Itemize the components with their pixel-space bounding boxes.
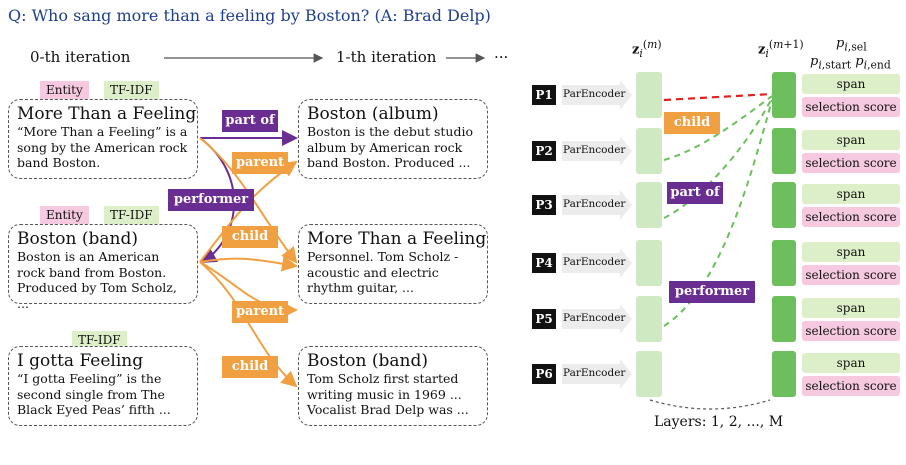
layers-brace	[649, 399, 771, 410]
z-m1-label: zi(m+1)	[758, 38, 804, 60]
child-label: child	[222, 356, 278, 378]
child-label: child	[664, 112, 720, 134]
embedding-block	[636, 182, 662, 228]
par-encoder-label: ParEncoder	[563, 256, 626, 268]
passage-card: I gotta Feeling “I gotta Feeling” is the…	[8, 346, 198, 426]
selection-score-pill: selection score	[802, 153, 900, 173]
child-edge	[199, 261, 298, 388]
span-pill: span	[802, 298, 900, 318]
card-body: “I gotta Feeling” is the second single f…	[17, 371, 171, 417]
span-pill: span	[802, 242, 900, 262]
span-pill: span	[802, 353, 900, 373]
performer-label: performer	[669, 281, 755, 303]
tfidf-tag: TF-IDF	[104, 206, 159, 224]
card-body: Boston is an American rock band from Bos…	[17, 249, 177, 311]
selection-score-pill: selection score	[802, 265, 900, 285]
passage-card: Boston (album) Boston is the debut studi…	[298, 99, 488, 179]
part-of-label: part of	[222, 110, 278, 132]
par-encoder-label: ParEncoder	[563, 367, 626, 379]
embedding-block	[636, 296, 662, 342]
embedding-block	[636, 72, 662, 118]
selection-score-pill: selection score	[802, 97, 900, 117]
par-encoder-label: ParEncoder	[563, 198, 626, 210]
passage-card: Boston (band) Boston is an American rock…	[8, 224, 198, 311]
layers-label: Layers: 1, 2, ..., M	[654, 414, 784, 430]
tfidf-tag: TF-IDF	[72, 331, 127, 349]
passage-card: More Than a Feeling Personnel. Tom Schol…	[298, 224, 488, 304]
tfidf-tag: TF-IDF	[104, 81, 159, 99]
passage-id: P2	[532, 141, 556, 161]
card-title: Boston (album)	[307, 104, 439, 124]
red-dashed-link	[663, 92, 773, 102]
embedding-block	[636, 240, 662, 286]
performer-label: performer	[168, 189, 254, 211]
updated-embedding-block	[772, 182, 796, 228]
iteration-0-label: 0-th iteration	[30, 48, 131, 66]
selection-score-pill: selection score	[802, 321, 900, 341]
green-dashed-link	[663, 99, 773, 327]
iteration-1-label: 1-th iteration	[336, 48, 437, 66]
part-of-label: part of	[667, 182, 723, 204]
span-pill: span	[802, 184, 900, 204]
card-body: “More Than a Feeling” is a song by the A…	[17, 124, 188, 170]
updated-embedding-block	[772, 296, 796, 342]
passage-id: P1	[532, 85, 556, 105]
question-text: Q: Who sang more than a feeling by Bosto…	[8, 6, 491, 25]
passage-card: Boston (band) Tom Scholz first started w…	[298, 346, 488, 426]
selection-score-pill: selection score	[802, 207, 900, 227]
p-start-end-label: pi,start pi,end	[810, 54, 891, 72]
card-body: Personnel. Tom Scholz - acoustic and ele…	[307, 249, 459, 295]
passage-card: More Than a Feeling “More Than a Feeling…	[8, 99, 198, 179]
entity-tag: Entity	[40, 81, 89, 99]
updated-embedding-block	[772, 128, 796, 174]
entity-tag: Entity	[40, 206, 89, 224]
passage-id: P3	[532, 195, 556, 215]
span-pill: span	[802, 74, 900, 94]
passage-id: P6	[532, 364, 556, 384]
child-edge	[199, 255, 298, 272]
parent-label: parent	[232, 301, 288, 323]
z-m-label: zi(m)	[632, 38, 662, 60]
card-title: I gotta Feeling	[17, 351, 144, 371]
green-dashed-link	[663, 97, 773, 219]
card-body: Tom Scholz first started writing music i…	[307, 371, 469, 417]
embedding-block	[636, 128, 662, 174]
span-pill: span	[802, 130, 900, 150]
p-sel-label: pi,sel	[836, 36, 867, 54]
embedding-block	[636, 351, 662, 397]
updated-embedding-block	[772, 351, 796, 397]
encoder-arrows	[562, 80, 632, 389]
parent-label: parent	[232, 152, 288, 174]
card-title: Boston (band)	[17, 229, 138, 249]
updated-embedding-block	[772, 240, 796, 286]
card-body: Boston is the debut studio album by Amer…	[307, 124, 473, 170]
updated-embedding-block	[772, 72, 796, 118]
par-encoder-label: ParEncoder	[563, 88, 626, 100]
card-title: More Than a Feeling	[17, 104, 197, 124]
iteration-ellipsis: ···	[494, 48, 509, 66]
passage-id: P4	[532, 253, 556, 273]
passage-id: P5	[532, 309, 556, 329]
green-dashed-link	[663, 95, 773, 161]
par-encoder-label: ParEncoder	[563, 144, 626, 156]
selection-score-pill: selection score	[802, 376, 900, 396]
card-title: More Than a Feeling	[307, 229, 487, 249]
card-title: Boston (band)	[307, 351, 428, 371]
par-encoder-label: ParEncoder	[563, 312, 626, 324]
child-label: child	[222, 226, 278, 248]
